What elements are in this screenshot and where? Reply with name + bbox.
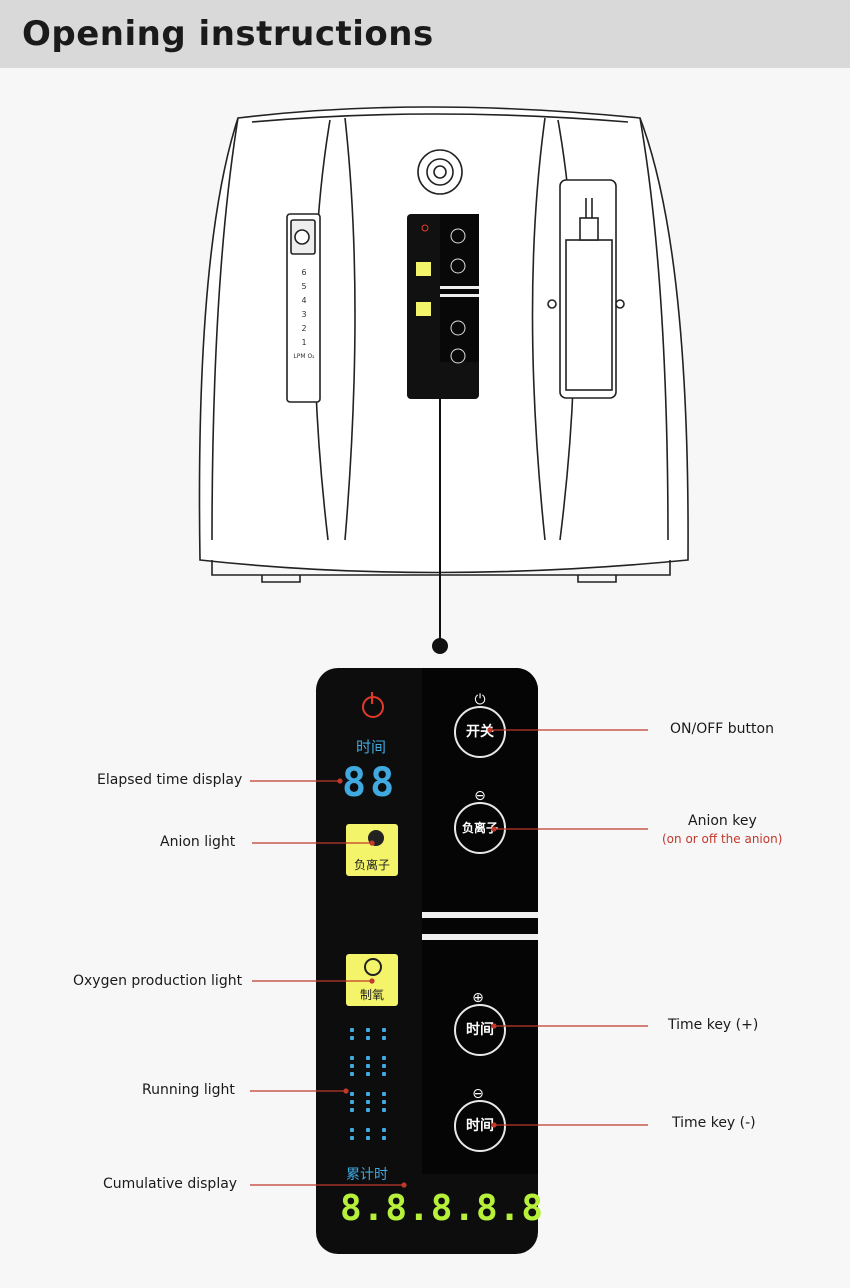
time-plus-button[interactable]: 时间 — [454, 1004, 506, 1056]
anion-button[interactable]: 负离子 — [454, 802, 506, 854]
callout-onoff: ON/OFF button — [670, 721, 774, 737]
time-minus-button[interactable]: 时间 — [454, 1100, 506, 1152]
concentrator-illustration — [198, 106, 689, 654]
anion-lamp: 负离子 — [346, 824, 398, 876]
panel-divider-bottom — [422, 934, 538, 940]
power-indicator-bar — [371, 692, 373, 704]
power-indicator-icon — [362, 696, 384, 718]
minus-icon: ⊖ — [472, 1086, 484, 1102]
title-bar: Opening instructions — [0, 0, 850, 68]
anion-key-icon: ⊖ — [474, 788, 486, 804]
flowmeter-tick: 3 — [301, 310, 307, 319]
oxygen-lamp: 制氧 — [346, 954, 398, 1006]
oxygen-bubbles-icon — [364, 958, 382, 976]
flowmeter-scale: 6 5 4 3 2 1 LPM O₂ — [289, 266, 319, 364]
oxygen-lamp-text: 制氧 — [359, 988, 384, 1002]
plus-icon: ⊕ — [472, 990, 484, 1006]
running-lights — [348, 1026, 398, 1156]
control-panel: 时间 88 负离子 制氧 累计时 8.8.8.8.8 ⏻ 开关 ⊖ 负离子 ⊕ … — [316, 668, 543, 1254]
flowmeter-unit: LPM O₂ — [293, 353, 315, 360]
flowmeter-tick: 5 — [301, 282, 307, 291]
callout-cumulative: Cumulative display — [103, 1176, 238, 1192]
callout-time-plus: Time key (+) — [668, 1017, 759, 1033]
time-label: 时间 — [356, 738, 387, 756]
callout-anion-key-note: (on or off the anion) — [662, 832, 783, 846]
flowmeter-tick: 2 — [301, 324, 307, 333]
power-icon: ⏻ — [474, 692, 486, 708]
cumulative-label: 累计时 — [346, 1167, 388, 1183]
callout-elapsed-time: Elapsed time display — [97, 772, 243, 788]
callout-anion-key: Anion key — [688, 813, 757, 829]
callout-anion-light: Anion light — [160, 834, 236, 850]
anion-lamp-text: 负离子 — [353, 858, 390, 872]
anion-lamp-icon — [368, 830, 384, 846]
callout-running-light: Running light — [142, 1082, 235, 1098]
flowmeter-tick: 4 — [301, 296, 307, 305]
callout-time-minus: Time key (-) — [672, 1115, 756, 1131]
cumulative-display: 8.8.8.8.8 — [340, 1188, 545, 1229]
flowmeter-tick: 1 — [301, 338, 307, 347]
callout-oxygen-light: Oxygen production light — [73, 973, 243, 989]
page-title: Opening instructions — [22, 14, 434, 54]
elapsed-time-display: 88 — [342, 760, 399, 806]
onoff-button[interactable]: 开关 — [454, 706, 506, 758]
panel-divider-top — [422, 912, 538, 918]
flowmeter-tick: 6 — [301, 268, 307, 277]
